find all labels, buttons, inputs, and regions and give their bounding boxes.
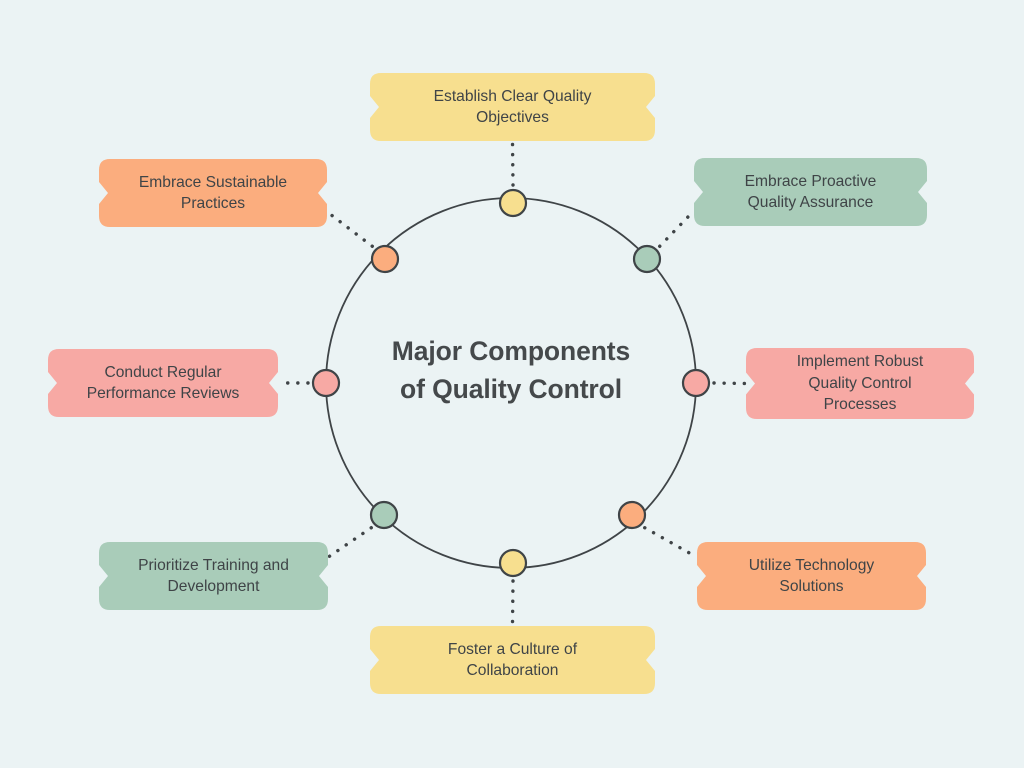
connector-foster-a-culture-of-collaboration <box>510 579 515 628</box>
label-box-text: Establish Clear Quality Objectives <box>433 87 592 126</box>
label-box-establish-clear-quality-objectives[interactable]: Establish Clear Quality Objectives <box>370 73 655 141</box>
label-box-text: Embrace Sustainable Practices <box>138 173 288 212</box>
ring-dot-foster-a-culture-of-collaboration[interactable] <box>498 548 528 578</box>
ring-node-dots <box>311 188 711 578</box>
label-box-text: Implement Robust Quality Control Process… <box>796 353 924 414</box>
ring-dot-utilize-technology-solutions[interactable] <box>617 500 647 530</box>
label-box-shape <box>746 348 974 419</box>
center-title-line-1: Major Components <box>391 336 631 366</box>
label-box-shape <box>370 73 655 141</box>
label-box-text: Embrace Proactive Quality Assurance <box>744 172 877 211</box>
label-box-conduct-regular-performance-reviews[interactable]: Conduct Regular Performance Reviews <box>48 349 278 417</box>
ring-dot-conduct-regular-performance-reviews[interactable] <box>311 368 341 398</box>
ring-dot-embrace-proactive-quality-assurance[interactable] <box>632 244 662 274</box>
connector-utilize-technology-solutions <box>643 526 699 559</box>
label-box-text: Conduct Regular Performance Reviews <box>86 363 240 402</box>
label-box-text: Foster a Culture of Collaboration <box>447 640 578 679</box>
ring-dot-prioritize-training-and-development[interactable] <box>369 500 399 530</box>
label-box-shape <box>99 159 327 227</box>
label-box-foster-a-culture-of-collaboration[interactable]: Foster a Culture of Collaboration <box>370 626 655 694</box>
connector-lines <box>276 139 748 628</box>
ring-dot-embrace-sustainable-practices[interactable] <box>370 244 400 274</box>
center-title-line-2: of Quality Control <box>400 373 622 404</box>
label-box-shape <box>48 349 278 417</box>
label-box-shape <box>99 542 328 610</box>
label-box-text: Utilize Technology Solutions <box>748 556 875 595</box>
connector-prioritize-training-and-development <box>326 526 373 559</box>
label-box-shape <box>694 158 927 226</box>
ring-dot-establish-clear-quality-objectives[interactable] <box>498 188 528 218</box>
label-box-utilize-technology-solutions[interactable]: Utilize Technology Solutions <box>697 542 926 610</box>
connector-embrace-proactive-quality-assurance <box>658 208 696 248</box>
connector-establish-clear-quality-objectives <box>510 139 515 187</box>
connector-embrace-sustainable-practices <box>325 209 374 248</box>
ring-dot-implement-robust-quality-control-processes[interactable] <box>681 368 711 398</box>
connector-implement-robust-quality-control-processes <box>712 381 748 386</box>
label-box-text: Prioritize Training and Development <box>138 556 289 595</box>
center-title: Major Components of Quality Control <box>311 333 711 408</box>
label-box-embrace-sustainable-practices[interactable]: Embrace Sustainable Practices <box>99 159 327 227</box>
label-box-implement-robust-quality-control-processes[interactable]: Implement Robust Quality Control Process… <box>746 348 974 419</box>
label-box-shape <box>370 626 655 694</box>
label-box-embrace-proactive-quality-assurance[interactable]: Embrace Proactive Quality Assurance <box>694 158 927 226</box>
label-box-prioritize-training-and-development[interactable]: Prioritize Training and Development <box>99 542 328 610</box>
label-box-shape <box>697 542 926 610</box>
